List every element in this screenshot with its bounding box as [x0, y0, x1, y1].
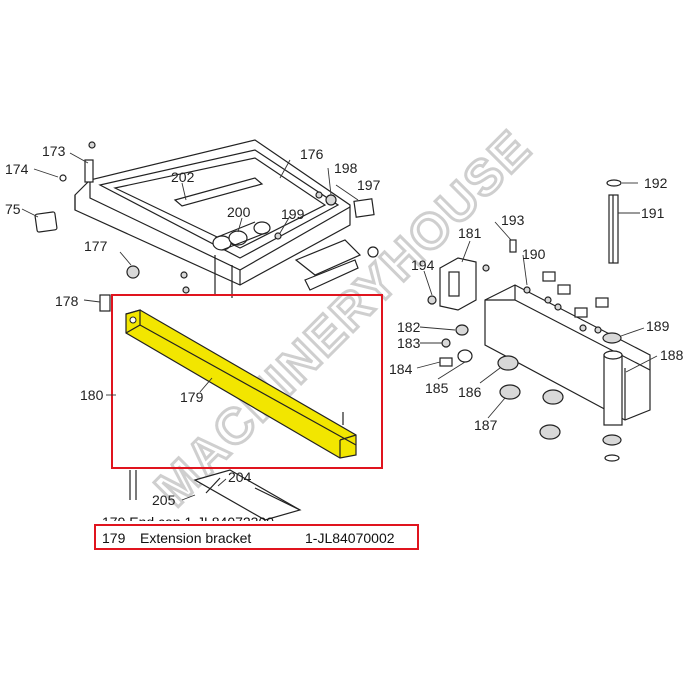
callout-173: 173	[42, 143, 66, 159]
callout-186: 186	[458, 384, 482, 400]
callout-181: 181	[458, 225, 482, 241]
callout-202: 202	[171, 169, 195, 185]
parts-row-part-number: 1-JL84070002	[305, 530, 395, 546]
partial-row-text: 179 End cap 1-JL84072300	[102, 514, 274, 530]
extension-bracket	[125, 309, 357, 459]
callout-197: 197	[357, 177, 381, 193]
callout-198: 198	[334, 160, 358, 176]
hardware	[34, 141, 379, 312]
callout-189: 189	[646, 318, 670, 334]
callout-192: 192	[644, 175, 668, 191]
callouts: 173 174 75 176 198 197 202 200 199 177 1…	[5, 143, 684, 508]
main-frame	[74, 139, 362, 298]
column	[606, 179, 622, 264]
pin-173	[84, 159, 94, 183]
callout-185: 185	[425, 380, 449, 396]
callout-174: 174	[5, 161, 29, 177]
lower-parts	[129, 469, 302, 521]
callout-193: 193	[501, 212, 525, 228]
parts-row-description: Extension bracket	[140, 530, 251, 546]
callout-199: 199	[281, 206, 305, 222]
callout-188: 188	[660, 347, 684, 363]
highlight-box	[111, 294, 383, 469]
callout-180: 180	[80, 387, 104, 403]
callout-177: 177	[84, 238, 108, 254]
bracket-181	[427, 239, 517, 311]
callout-200: 200	[227, 204, 251, 220]
callout-191: 191	[641, 205, 665, 221]
callout-194: 194	[411, 257, 435, 273]
callout-182: 182	[397, 319, 421, 335]
parts-row-box	[94, 524, 419, 550]
callout-204: 204	[228, 469, 252, 485]
leader-lines	[21, 152, 658, 501]
callout-190: 190	[522, 246, 546, 262]
roller-assembly	[212, 221, 271, 251]
callout-176: 176	[300, 146, 324, 162]
callout-183: 183	[397, 335, 421, 351]
callout-184: 184	[389, 361, 413, 377]
callout-179: 179	[180, 389, 204, 405]
parts-row-number: 179	[102, 530, 126, 546]
base-beam	[484, 271, 651, 462]
fasteners	[439, 324, 473, 367]
wheels	[497, 355, 564, 440]
parts-table: 179 End cap 1-JL84072300 179 Extension b…	[94, 514, 419, 550]
callout-205: 205	[152, 492, 176, 508]
callout-187: 187	[474, 417, 498, 433]
callout-178: 178	[55, 293, 79, 309]
callout-75: 75	[5, 201, 21, 217]
